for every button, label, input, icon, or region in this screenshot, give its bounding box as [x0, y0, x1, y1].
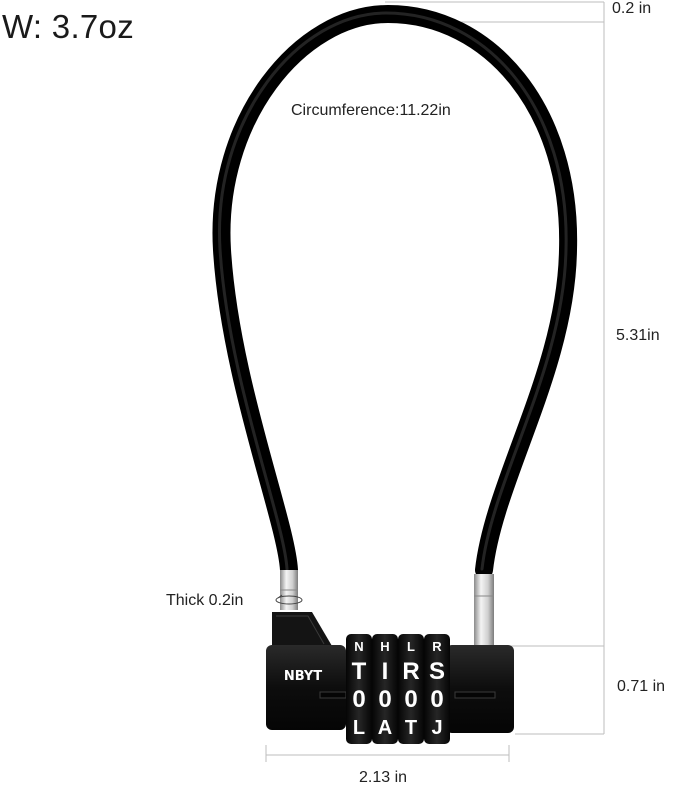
wheel-4-top-char: R: [432, 639, 442, 654]
wheel-4: [424, 634, 450, 744]
height-dimension-label: 5.31in: [616, 327, 660, 344]
right-ferrule: [474, 574, 494, 646]
wheel-3-zero-char: 0: [404, 686, 417, 713]
width-dimension-label: 2.13 in: [359, 769, 408, 786]
wheel-4-mid-char: S: [429, 658, 445, 685]
left-ferrule: [280, 570, 298, 610]
thickness-label: Thick 0.2in: [166, 592, 244, 609]
dimension-lines: [265, 1, 605, 762]
wheel-1-low-char: L: [353, 717, 365, 739]
wheel-1: [346, 634, 372, 744]
wheel-4-low-char: J: [431, 717, 442, 739]
wheel-1-top-char: N: [354, 639, 363, 654]
weight-label: W: 3.7oz: [2, 8, 135, 45]
wheel-1-zero-char: 0: [352, 686, 365, 713]
wheel-2-mid-char: I: [382, 658, 389, 685]
wheel-3-mid-char: R: [402, 658, 419, 685]
wheel-3-top-char: L: [407, 639, 415, 654]
wheel-2-zero-char: 0: [378, 686, 391, 713]
top-gap-dimension-label: 0.2 in: [612, 0, 652, 17]
lock-brand-logo: NBYT: [284, 669, 322, 684]
wheel-2: [372, 634, 398, 744]
wheel-2-low-char: A: [378, 717, 392, 739]
wheel-3-low-char: T: [405, 717, 417, 739]
wheel-3: [398, 634, 424, 744]
wheel-2-top-char: H: [380, 639, 389, 654]
wheel-4-zero-char: 0: [430, 686, 443, 713]
wheel-1-mid-char: T: [352, 658, 367, 685]
cable: [212, 4, 578, 579]
body-height-dimension-label: 0.71 in: [617, 678, 666, 695]
circumference-label: Circumference:11.22in: [291, 102, 451, 119]
